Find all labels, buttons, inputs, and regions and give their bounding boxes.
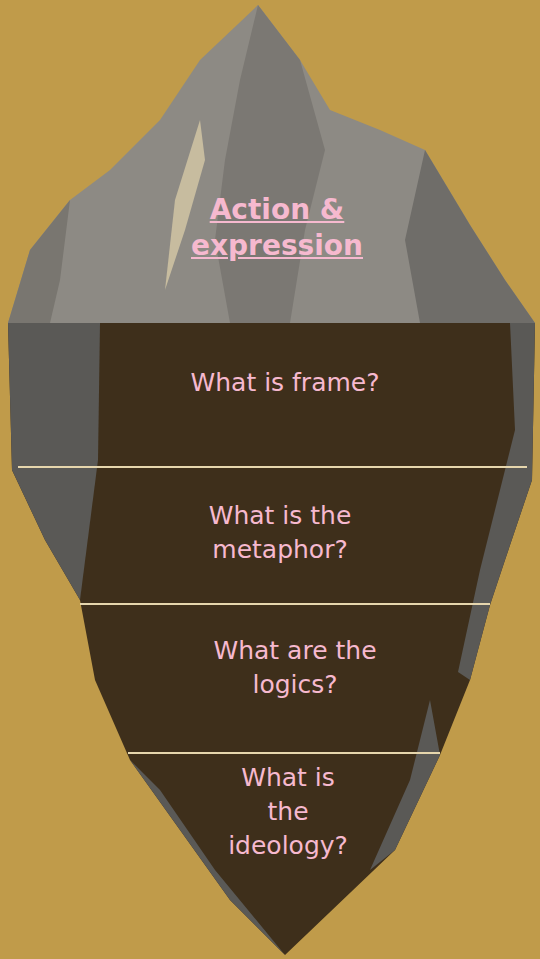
layer-question: What is the ideology?: [220, 761, 356, 862]
layer-question: What are the logics?: [172, 634, 418, 702]
layer-divider: [128, 752, 440, 754]
iceberg-side: [370, 700, 440, 870]
iceberg-streak: [165, 120, 205, 290]
iceberg-facet: [215, 5, 325, 323]
iceberg-tip: [8, 5, 535, 323]
iceberg-layer: What are the logics?: [170, 632, 420, 704]
layer-divider: [80, 603, 490, 605]
iceberg-facet: [405, 150, 535, 323]
layer-question: What is the metaphor?: [157, 499, 403, 567]
iceberg-layer: What is frame?: [125, 364, 445, 402]
layer-question: Action & expression: [164, 192, 390, 265]
layer-question: What is frame?: [127, 366, 443, 400]
iceberg-side: [8, 323, 100, 600]
iceberg-layer: What is the metaphor?: [155, 497, 405, 569]
iceberg-layer: What is the ideology?: [218, 759, 358, 864]
layer-divider: [18, 466, 527, 468]
iceberg-tip-label: Action & expression: [162, 190, 392, 267]
iceberg-facet: [8, 200, 70, 323]
iceberg-body: [8, 323, 535, 955]
iceberg-side: [458, 323, 535, 680]
